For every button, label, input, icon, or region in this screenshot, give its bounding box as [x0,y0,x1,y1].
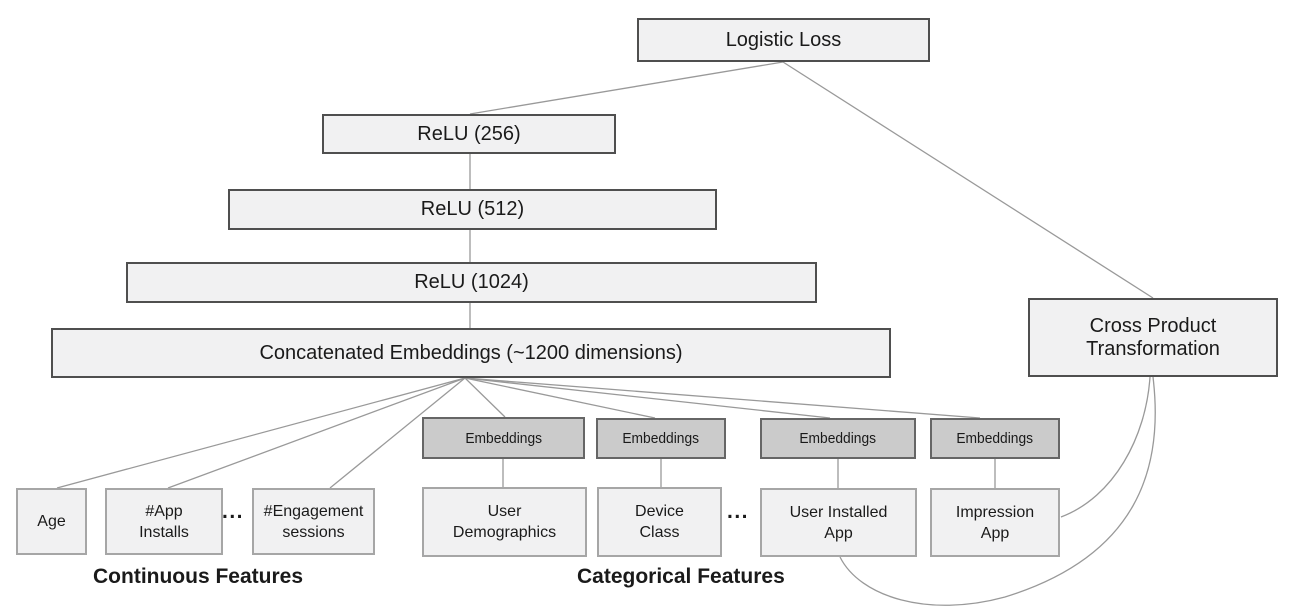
edge-loss-crossproduct [782,61,1154,299]
categorical-features-label: Categorical Features [577,565,785,588]
node-user-demographics-line1: User [487,503,522,520]
node-user-demographics: User Demographics [422,487,587,557]
node-user-demographics-line2: Demographics [452,524,557,541]
node-app-installs-line1: #App [145,502,183,520]
edge-loss-relu256 [469,61,784,115]
edge-concat-embeddings3 [464,377,831,419]
node-cross-product-transformation: Cross Product Transformation [1028,298,1278,377]
node-embeddings-1-label: Embeddings [465,429,542,447]
node-embeddings-2-label: Embeddings [622,430,700,447]
node-relu-1024: ReLU (1024) [126,262,817,303]
node-embeddings-4-label: Embeddings [956,430,1034,447]
node-impression-app: Impression App [930,488,1060,557]
node-embeddings-2: Embeddings [596,418,726,459]
node-cross-product-line2: Transformation [1086,337,1220,360]
ellipsis-categorical: ... [727,500,750,523]
node-embeddings-1: Embeddings [422,417,585,459]
node-device-class-line2: Class [639,524,680,541]
node-engagement-sessions-line2: sessions [282,523,345,541]
edge-concat-engagement [329,377,466,489]
node-impression-app-line2: App [980,524,1010,542]
node-embeddings-4: Embeddings [930,418,1060,459]
node-app-installs: #App Installs [105,488,223,555]
node-relu-512-label: ReLU (512) [420,198,525,220]
ellipsis-continuous: ... [222,500,245,523]
edge-crossproduct-userinstalledapp [839,376,1156,606]
node-relu-512: ReLU (512) [228,189,717,230]
node-device-class-line1: Device [635,503,684,520]
node-cross-product-line1: Cross Product [1089,314,1217,337]
continuous-features-label: Continuous Features [93,565,304,588]
node-relu-1024-label: ReLU (1024) [414,271,529,293]
node-engagement-sessions: #Engagement sessions [252,488,375,555]
node-relu-256-label: ReLU (256) [417,122,521,145]
node-app-installs-line2: Installs [139,523,189,541]
edge-concat-age [56,377,466,489]
node-concatenated-embeddings-label: Concatenated Embeddings (~1200 dimension… [259,341,683,364]
edge-concat-embeddings1 [464,377,506,418]
edge-concat-embeddings4 [464,377,981,419]
edge-crossproduct-impressionapp [1060,376,1151,518]
node-user-installed-app-line1: User Installed [789,503,888,521]
node-relu-256: ReLU (256) [322,114,616,154]
node-age: Age [16,488,87,555]
node-embeddings-3-label: Embeddings [799,430,877,447]
node-logistic-loss: Logistic Loss [637,18,930,62]
node-device-class: Device Class [597,487,722,557]
node-user-installed-app: User Installed App [760,488,917,557]
node-age-label: Age [37,513,66,530]
node-impression-app-line1: Impression [955,503,1035,521]
node-user-installed-app-line2: App [824,524,853,542]
node-embeddings-3: Embeddings [760,418,916,459]
edge-concat-appinstalls [167,377,466,489]
node-engagement-sessions-line1: #Engagement [263,502,364,520]
edge-concat-embeddings2 [464,377,656,419]
node-logistic-loss-label: Logistic Loss [725,28,842,51]
node-concatenated-embeddings: Concatenated Embeddings (~1200 dimension… [51,328,891,378]
